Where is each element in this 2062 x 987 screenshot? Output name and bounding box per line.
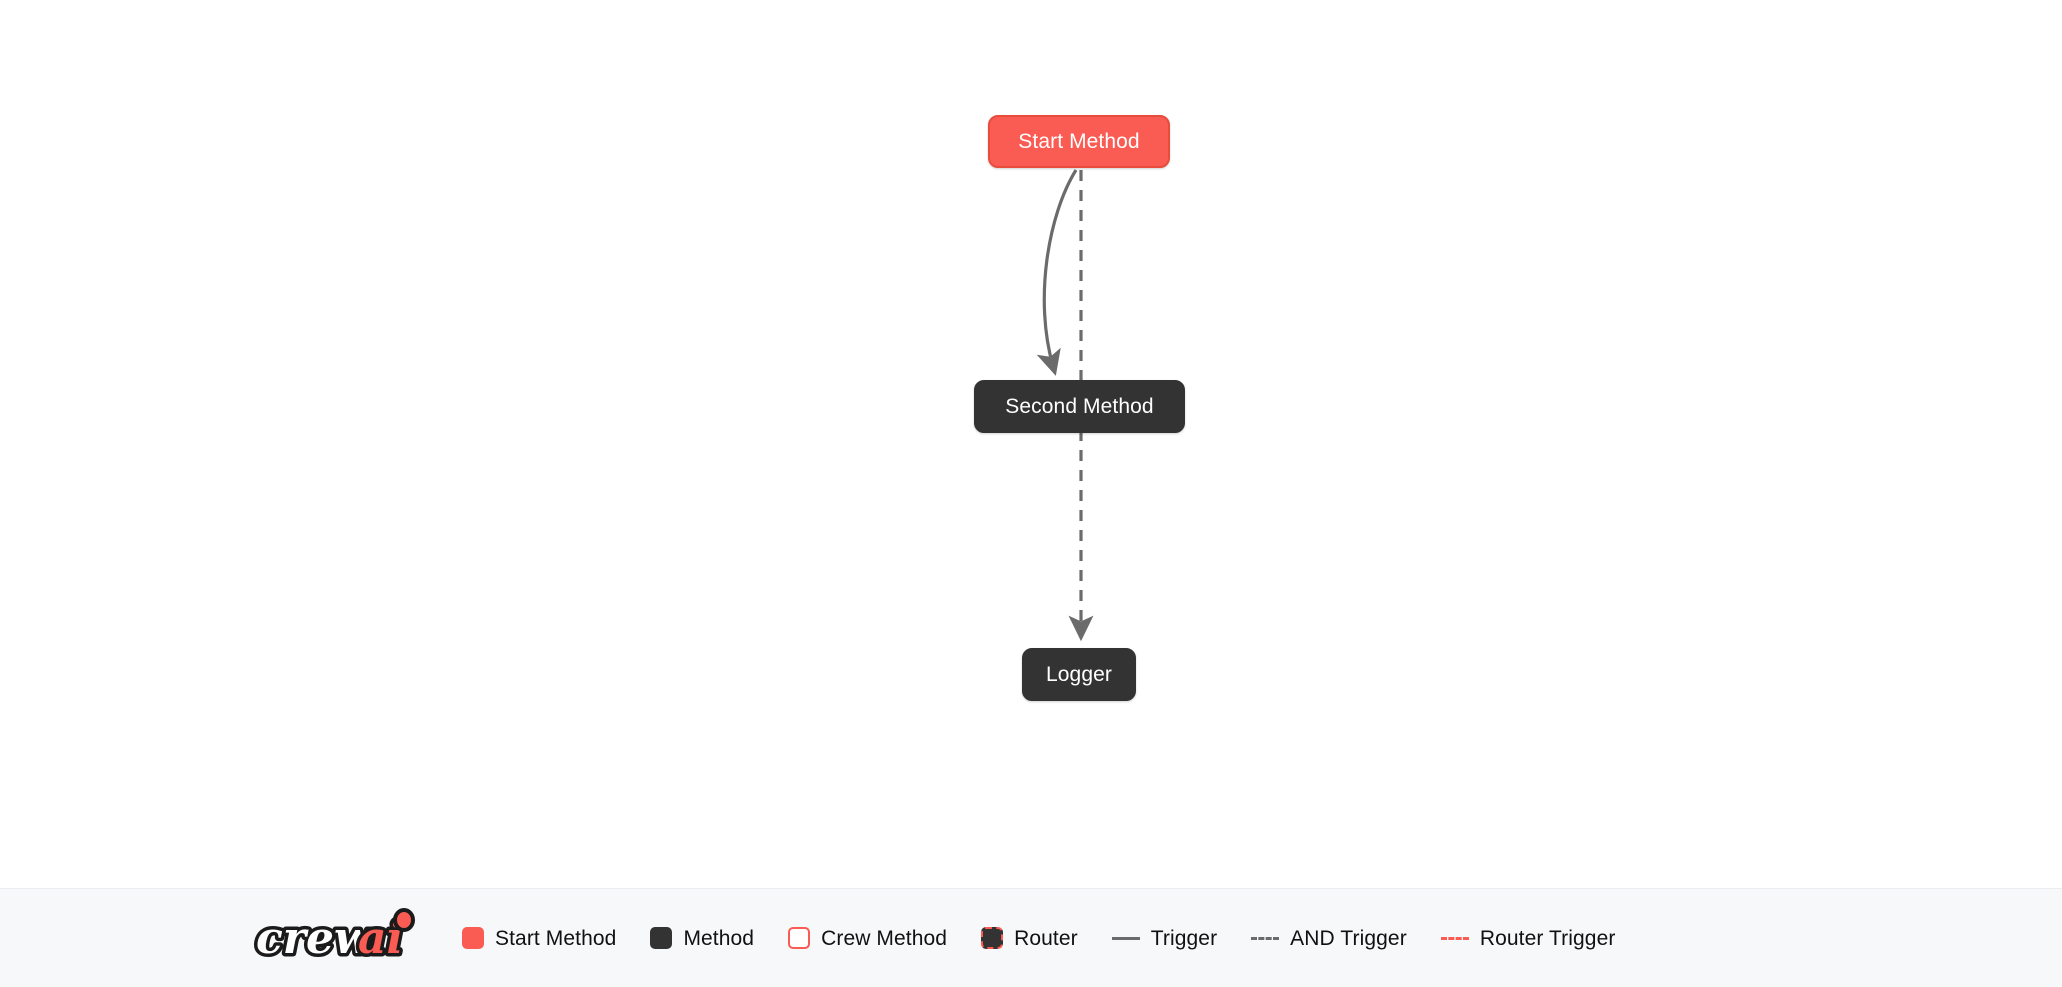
crewai-logo: crew ai: [252, 907, 422, 969]
crewai-logo-crew: crew: [256, 913, 374, 964]
graph-node-label: Logger: [1046, 663, 1112, 686]
legend-bar: crew ai Start Method Method Crew Method: [0, 888, 2062, 987]
legend-item-label: Router: [1014, 926, 1078, 950]
graph-node-label: Second Method: [1005, 395, 1154, 418]
legend-item-router-trigger[interactable]: Router Trigger: [1440, 926, 1616, 950]
legend-item-router[interactable]: Router: [981, 927, 1078, 949]
legend-item-and-trigger[interactable]: AND Trigger: [1251, 928, 1407, 949]
legend-item-crew-method[interactable]: Crew Method: [788, 927, 947, 949]
legend-item-label: Router Trigger: [1479, 926, 1616, 950]
router-swatch-icon: [981, 927, 1004, 949]
legend-item-method[interactable]: Method: [650, 927, 754, 949]
router-trigger-line-icon: [1440, 936, 1469, 940]
edge-trigger-start-to-second: [1036, 169, 1078, 376]
legend-items: Start Method Method Crew Method Router T…: [462, 927, 1649, 949]
and-trigger-line-icon: [1251, 936, 1280, 940]
legend-item-trigger[interactable]: Trigger: [1111, 926, 1218, 950]
trigger-line-icon: [1111, 936, 1140, 940]
legend-item-label: Crew Method: [821, 926, 948, 950]
graph-node-start-method[interactable]: Start Method: [988, 115, 1170, 168]
crewai-logo-dot-icon: [393, 908, 415, 932]
crew-method-swatch-icon: [788, 927, 811, 949]
method-swatch-icon: [650, 927, 673, 949]
legend-item-label: Method: [683, 926, 755, 950]
legend-item-label: Start Method: [495, 926, 617, 950]
graph-node-logger[interactable]: Logger: [1022, 648, 1136, 701]
legend-item-label: Trigger: [1150, 926, 1218, 950]
crewai-logo-ai: ai: [358, 913, 403, 964]
legend-item-start-method[interactable]: Start Method: [462, 927, 616, 949]
flow-graph-canvas[interactable]: Start Method Second Method Logger: [0, 0, 2062, 888]
graph-node-second-method[interactable]: Second Method: [974, 380, 1185, 433]
start-method-swatch-icon: [462, 927, 484, 949]
legend-item-label: AND Trigger: [1290, 926, 1407, 950]
crewai-logo-icon: crew ai: [253, 908, 415, 968]
graph-node-label: Start Method: [1018, 130, 1140, 153]
